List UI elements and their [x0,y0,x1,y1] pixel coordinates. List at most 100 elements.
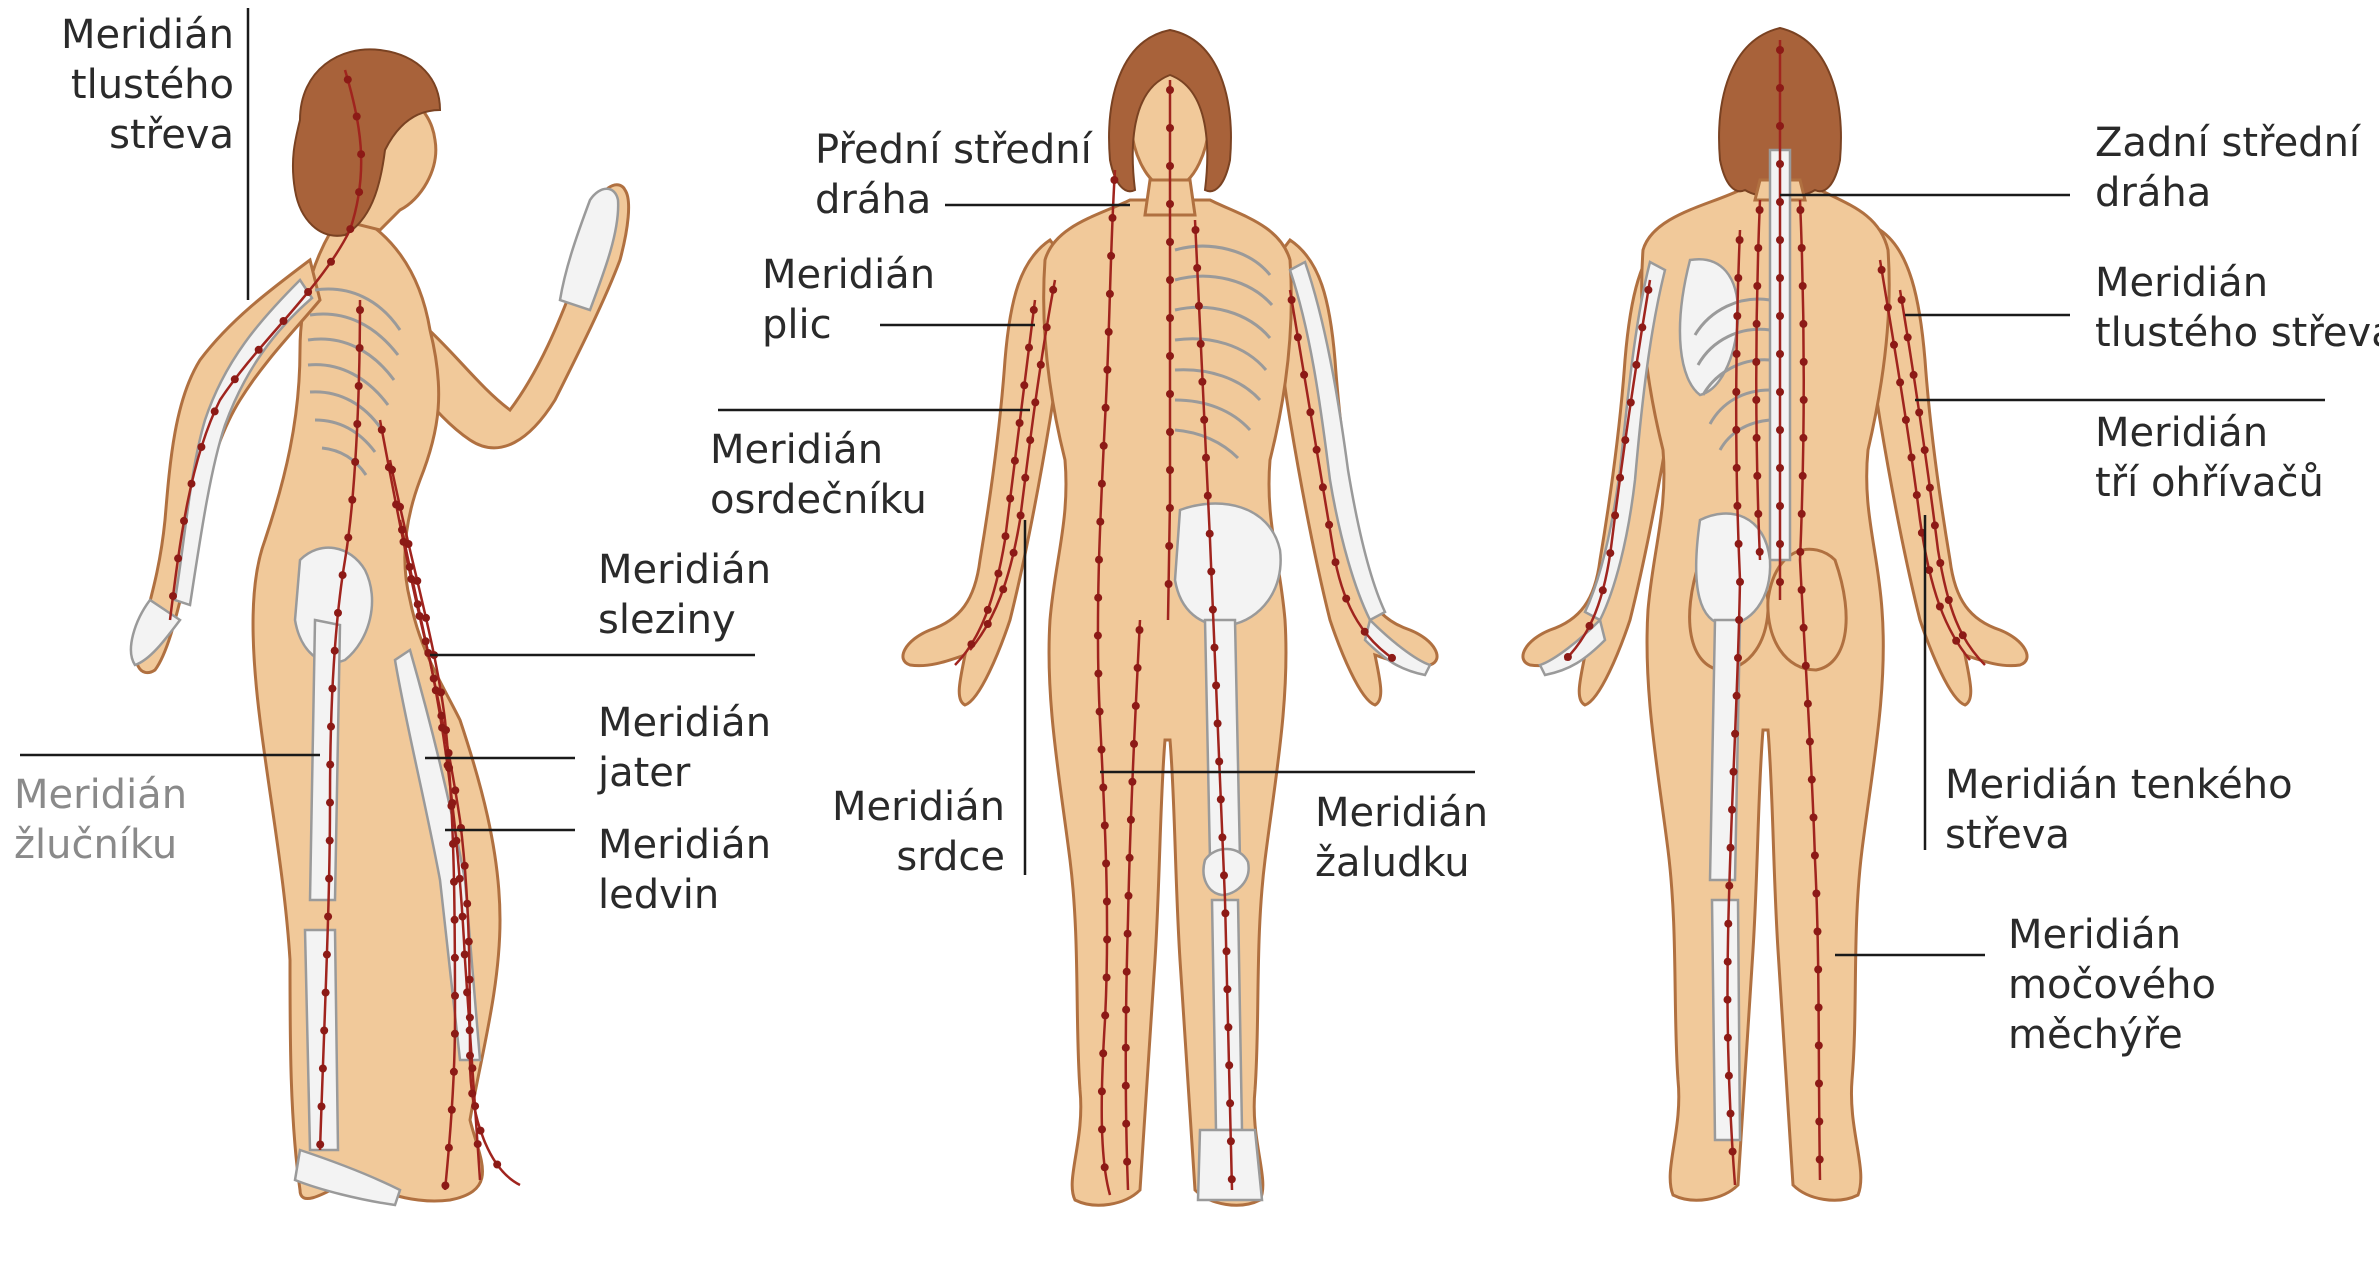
acupuncture-point [1776,160,1784,168]
label-line: osrdečníku [710,475,927,525]
acupuncture-point [1735,616,1743,624]
acupuncture-point [1361,628,1369,636]
acupuncture-point [1814,928,1822,936]
acupuncture-point [1724,996,1732,1004]
acupuncture-point [1952,637,1960,645]
acupuncture-point [1011,457,1019,465]
label-line: Meridián [2095,258,2379,308]
acupuncture-point [1166,466,1174,474]
acupuncture-point [1202,454,1210,462]
acupuncture-point [1102,860,1110,868]
acupuncture-point [355,188,363,196]
acupuncture-point [1725,1072,1733,1080]
acupuncture-point [1802,662,1810,670]
acupuncture-point [1166,428,1174,436]
label-side-gallbladder: Meridián žlučníku [14,770,187,870]
label-back-large-intestine: Meridián tlustého střeva [2095,258,2379,358]
acupuncture-point [1166,390,1174,398]
acupuncture-point [461,951,469,959]
acupuncture-point [1638,323,1646,331]
acupuncture-point [459,913,467,921]
label-line: Meridián [1315,788,1488,838]
acupuncture-point [1734,274,1742,282]
label-line: srdce [820,832,1005,882]
acupuncture-point [1898,296,1906,304]
acupuncture-point [1731,730,1739,738]
acupuncture-point [1099,784,1107,792]
acupuncture-point [1215,758,1223,766]
acupuncture-point [1727,844,1735,852]
acupuncture-point [1800,396,1808,404]
acupuncture-point [471,1102,479,1110]
acupuncture-point [1207,568,1215,576]
acupuncture-point [1776,236,1784,244]
acupuncture-point [1621,436,1629,444]
label-line: Meridián [598,698,771,748]
side-view-figure [131,49,629,1205]
acupuncture-point [1800,624,1808,632]
acupuncture-point [1101,822,1109,830]
acupuncture-point [346,225,354,233]
acupuncture-point [445,764,453,772]
acupuncture-point [463,900,471,908]
acupuncture-point [1890,341,1898,349]
acupuncture-point [1218,833,1226,841]
acupuncture-point [398,526,406,534]
acupuncture-point [1109,214,1117,222]
acupuncture-point [1313,446,1321,454]
acupuncture-point [461,862,469,870]
acupuncture-point [1017,512,1025,520]
acupuncture-point [1294,333,1302,341]
acupuncture-point [1094,670,1102,678]
acupuncture-point [1811,852,1819,860]
acupuncture-point [466,1026,474,1034]
acupuncture-point [1021,474,1029,482]
acupuncture-point [984,606,992,614]
acupuncture-point [1123,968,1131,976]
acupuncture-point [323,951,331,959]
acupuncture-point [1124,930,1132,938]
acupuncture-point [1098,1125,1106,1133]
label-front-heart: Meridián srdce [820,782,1005,882]
acupuncture-point [378,426,386,434]
acupuncture-point [1166,162,1174,170]
acupuncture-point [1799,472,1807,480]
acupuncture-point [1122,1120,1130,1128]
acupuncture-point [316,1141,324,1149]
acupuncture-point [1810,814,1818,822]
acupuncture-point [280,317,288,325]
acupuncture-point [1733,502,1741,510]
acupuncture-point [1197,340,1205,348]
acupuncture-point [1206,530,1214,538]
acupuncture-point [1165,580,1173,588]
acupuncture-point [1754,244,1762,252]
acupuncture-point [1098,1087,1106,1095]
acupuncture-point [1736,578,1744,586]
acupuncture-point [1776,578,1784,586]
label-back-governing: Zadní střední dráha [2095,118,2360,218]
acupuncture-point [1094,632,1102,640]
acupuncture-point [353,420,361,428]
acupuncture-point [1799,320,1807,328]
acupuncture-point [441,1182,449,1190]
acupuncture-point [1735,540,1743,548]
acupuncture-point [1796,548,1804,556]
acupuncture-point [1192,226,1200,234]
acupuncture-point [1103,974,1111,982]
acupuncture-point [1753,434,1761,442]
acupuncture-point [477,1127,485,1135]
acupuncture-point [1225,1061,1233,1069]
acupuncture-point [1319,483,1327,491]
acupuncture-point [1211,644,1219,652]
label-line: Přední střední [815,125,1092,175]
acupuncture-point [1816,1156,1824,1164]
acupuncture-point [1725,882,1733,890]
front-body [1044,200,1292,1205]
acupuncture-point [1727,1110,1735,1118]
label-line: Meridián [820,782,1005,832]
acupuncture-point [339,571,347,579]
label-line: žlučníku [14,820,187,870]
acupuncture-point [450,1068,458,1076]
acupuncture-point [1096,708,1104,716]
label-back-small-intestine: Meridián tenkého střeva [1945,760,2293,860]
